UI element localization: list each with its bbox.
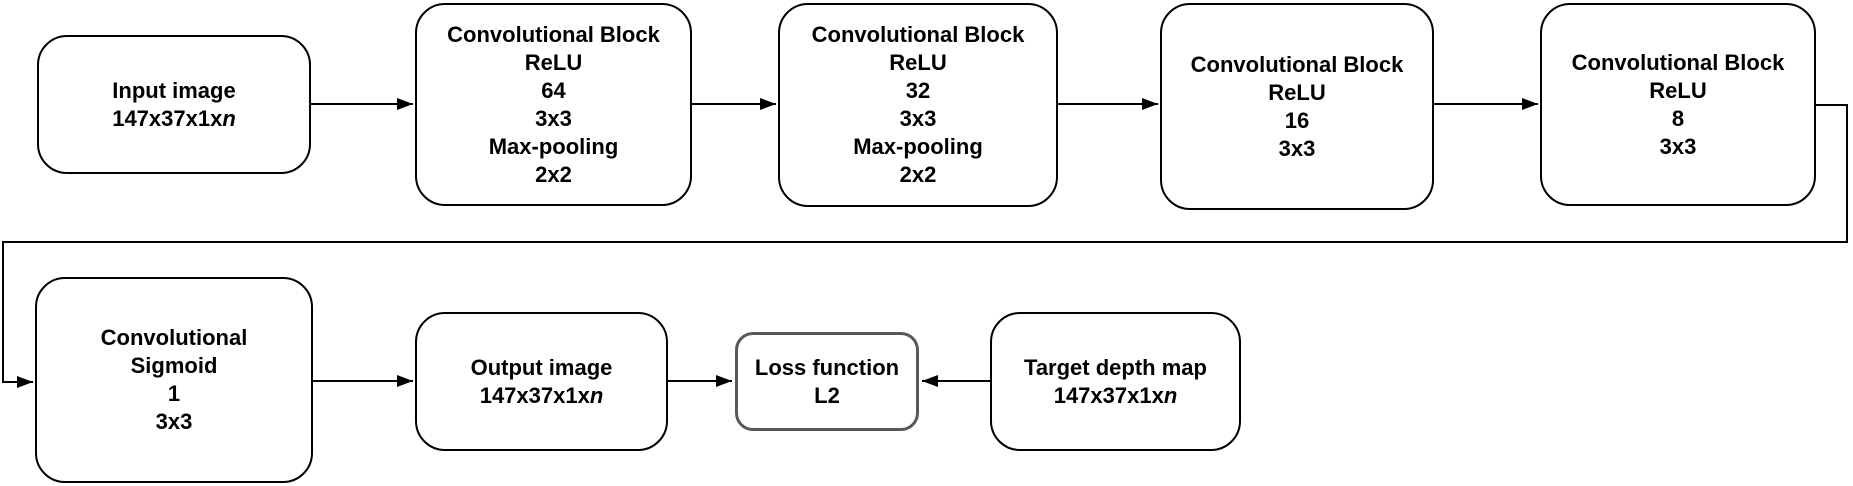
node-line: Max-pooling [853,134,983,159]
node-target-depth-map-text: Target depth map 147x37x1xn [992,354,1239,410]
node-input-image: Input image 147x37x1xn [37,35,311,174]
node-dims: 147x37x1xn [479,382,604,408]
node-line: 2x2 [899,162,937,187]
node-line: 1 [167,381,181,406]
node-line: 3x3 [535,105,572,131]
node-line: ReLU [889,50,947,75]
node-dims: 147x37x1xn [112,105,236,131]
node-line: 3x3 [899,106,937,131]
node-conv-block-4: Convolutional Block ReLU 8 3x3 [1540,3,1816,206]
node-line: ReLU [1649,77,1707,103]
node-loss-function: Loss function L2 [735,332,919,431]
node-line: 64 [541,77,566,103]
node-line: Convolutional Block [447,21,660,47]
node-dims: 147x37x1xn [1053,382,1178,408]
node-line: Convolutional Block [1190,51,1404,77]
node-line: Convolutional Block [811,22,1025,47]
node-line: Loss function [754,354,900,380]
node-line: Convolutional [100,325,248,350]
node-line: ReLU [1268,79,1326,105]
node-conv-block-1-text: Convolutional Block ReLU 64 3x3 Max-pool… [417,21,690,189]
dims-variable-n: n [589,382,604,408]
dims-variable-n: n [1163,382,1178,408]
node-conv-block-3-text: Convolutional Block ReLU 16 3x3 [1162,51,1432,163]
node-conv-block-3: Convolutional Block ReLU 16 3x3 [1160,3,1434,210]
node-line: 2x2 [535,161,572,187]
node-line: Sigmoid [130,353,218,378]
node-line: 8 [1671,105,1685,131]
node-title: Output image [470,354,613,380]
node-conv-sigmoid: Convolutional Sigmoid 1 3x3 [35,277,313,483]
node-conv-block-2-text: Convolutional Block ReLU 32 3x3 Max-pool… [780,21,1056,189]
node-line: L2 [814,382,840,408]
node-line: Max-pooling [488,133,619,159]
node-loss-function-text: Loss function L2 [738,354,916,410]
node-line: 32 [905,78,931,103]
node-line: ReLU [524,49,583,75]
node-line: 3x3 [1278,135,1316,161]
node-conv-block-1: Convolutional Block ReLU 64 3x3 Max-pool… [415,3,692,206]
node-input-image-text: Input image 147x37x1xn [39,77,309,133]
node-conv-block-2: Convolutional Block ReLU 32 3x3 Max-pool… [778,3,1058,207]
node-output-image: Output image 147x37x1xn [415,312,668,451]
node-line: Convolutional Block [1571,49,1785,75]
node-conv-sigmoid-text: Convolutional Sigmoid 1 3x3 [37,324,311,436]
node-target-depth-map: Target depth map 147x37x1xn [990,312,1241,451]
node-line: 3x3 [1659,133,1697,159]
node-title: Target depth map [1024,354,1207,380]
node-output-image-text: Output image 147x37x1xn [417,354,666,410]
node-line: 16 [1284,107,1310,133]
dims-variable-n: n [222,105,236,131]
node-line: 3x3 [155,409,193,434]
node-title: Input image [112,77,236,103]
node-conv-block-4-text: Convolutional Block ReLU 8 3x3 [1542,49,1814,161]
